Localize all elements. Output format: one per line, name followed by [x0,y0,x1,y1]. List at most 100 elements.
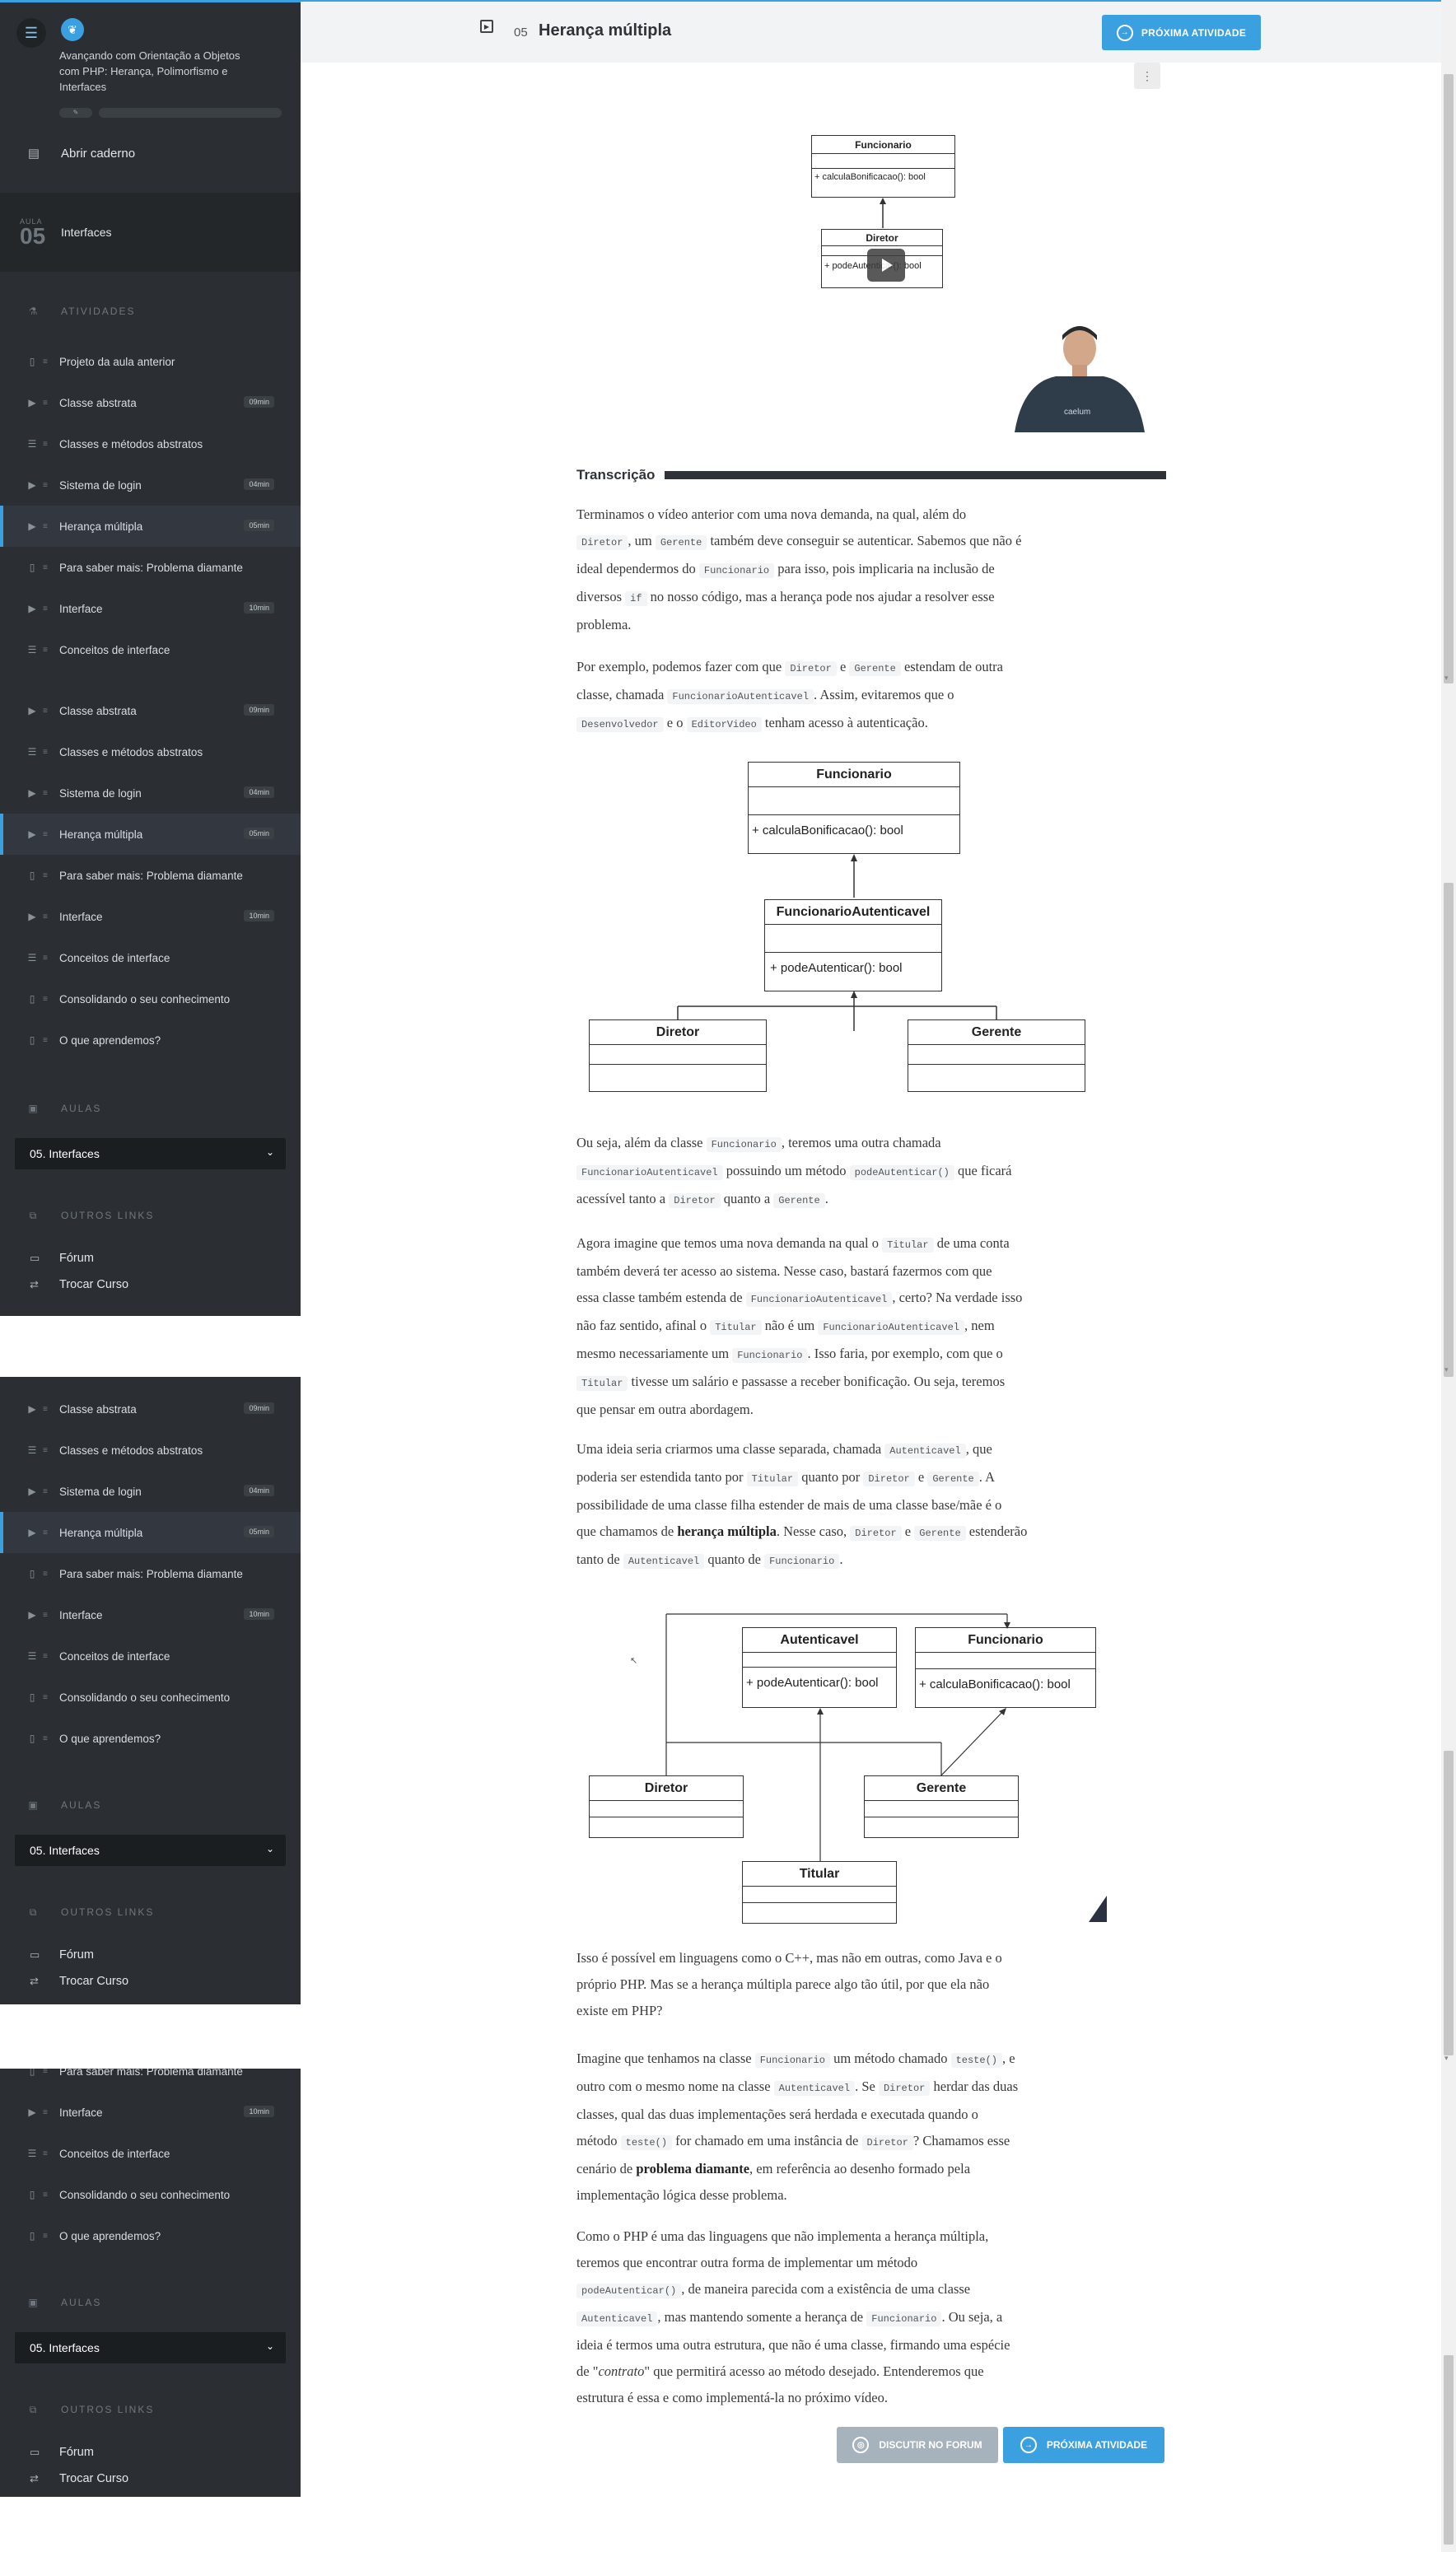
inline-code: Desenvolvedor [576,717,664,732]
sidebar-activity-item[interactable]: ☰≡Conceitos de interface [0,2133,301,2174]
sidebar-activity-item[interactable]: ▯≡Para saber mais: Problema diamante [0,1553,301,1594]
sidebar-activity-item[interactable]: ☰≡Classes e métodos abstratos [0,731,301,772]
sidebar-activity-item[interactable]: ▯≡O que aprendemos? [0,1019,301,1061]
cursor-icon: ↖ [630,1656,638,1666]
scrollbar-thumb[interactable] [1444,883,1454,1377]
uml-separator [908,1045,1085,1065]
status-icon: ≡ [43,1404,48,1414]
transcript-line: que pensar em outra abordagem. [576,1402,754,1417]
activity-label: Consolidando o seu conhecimento [59,992,231,1005]
video-icon: ▶ [28,787,36,799]
transcript-paragraph: Ou seja, além da classe Funcionario, ter… [576,1130,1166,1214]
sidebar-activity-item[interactable]: ☰≡Conceitos de interface [0,629,301,670]
forum-link[interactable]: ▭ Fórum [0,1245,301,1271]
transcript-line: teremos que encontrar outra forma de imp… [576,2255,918,2270]
discuss-forum-button[interactable]: ◎ DISCUTIR NO FORUM [837,2427,998,2463]
video-uml-funcionario: Funcionario + calculaBonificacao(): bool [811,135,955,198]
progress-edit-icon: ✎ [59,108,92,118]
play-button-icon[interactable] [867,249,905,282]
doc-icon: ▯ [29,1034,35,1046]
sidebar-activity-item[interactable]: ▯≡Para saber mais: Problema diamante [0,2069,301,2092]
change-course-link[interactable]: ⇄ Trocar Curso [0,1271,301,1298]
sidebar-activity-item[interactable]: ▯≡Para saber mais: Problema diamante [0,547,301,588]
sidebar-activity-item[interactable]: ▯≡Para saber mais: Problema diamante [0,855,301,896]
video-icon: ▶ [28,911,36,922]
forum-link[interactable]: ▭ Fórum [0,2439,301,2466]
expand-corner-icon[interactable] [1089,1896,1107,1922]
video-icon: ▶ [28,397,36,408]
forum-link[interactable]: ▭ Fórum [0,1942,301,1968]
classes-select[interactable]: 05. Interfaces ⌄ [15,2332,286,2363]
notebook-icon: ▤ [27,147,40,161]
sidebar-activity-item[interactable]: ▯≡Consolidando o seu conhecimento [0,978,301,1019]
open-notebook-button[interactable]: ▤ Abrir caderno [0,132,301,175]
sidebar-activity-item[interactable]: ▯≡Projeto da aula anterior [0,341,301,382]
sidebar-activity-item[interactable]: ▯≡O que aprendemos? [0,2215,301,2256]
activity-label: Classe abstrata [59,396,137,409]
activity-duration-badge: 10min [244,1608,274,1620]
scrollbar-thumb[interactable] [1444,2355,1454,2545]
alura-logo-icon[interactable]: ❦ [61,18,84,41]
next-activity-label: PRÓXIMA ATIVIDADE [1141,26,1247,39]
menu-toggle-button[interactable]: ☰ [16,18,46,48]
sidebar-activity-item[interactable]: ▯≡Consolidando o seu conhecimento [0,2174,301,2215]
forum-link-label: Fórum [59,2446,94,2459]
scroll-down-icon[interactable]: ▾ [1444,1365,1449,1374]
doc-icon: ▯ [29,1733,35,1744]
course-title[interactable]: Avançando com Orientação a Objetos com P… [59,49,240,93]
classes-select[interactable]: 05. Interfaces ⌄ [15,1835,286,1866]
classes-select[interactable]: 05. Interfaces ⌄ [15,1138,286,1169]
change-course-link[interactable]: ⇄ Trocar Curso [0,2466,301,2492]
more-options-icon[interactable]: ⋮ [1134,63,1160,89]
other-links-header-label: OUTROS LINKS [61,1906,155,1918]
uml-class-diretor: Diretor [589,1019,767,1092]
sidebar-activity-item[interactable]: ☰≡Classes e métodos abstratos [0,1430,301,1471]
uml-method: + podeAutenticar(): bool [746,1676,879,1690]
other-links-header-label: OUTROS LINKS [61,2404,155,2415]
activity-label: Para saber mais: Problema diamante [59,869,243,882]
scroll-down-icon[interactable]: ▾ [1444,674,1449,682]
next-activity-bottom-button[interactable]: → PRÓXIMA ATIVIDADE [1003,2427,1164,2463]
activity-duration-badge: 05min [244,520,274,531]
sidebar-activity-item[interactable]: ☰≡Conceitos de interface [0,937,301,978]
scroll-down-icon[interactable]: ▾ [1444,2054,1449,2062]
inline-code: teste() [950,2053,1002,2068]
switch-icon: ⇄ [30,1278,39,1290]
sidebar-activity-item[interactable]: ▯≡Consolidando o seu conhecimento [0,1677,301,1718]
status-icon: ≡ [43,912,48,921]
doc-icon: ▯ [29,356,35,367]
activity-title: Herança múltipla [539,21,672,40]
inline-code: Autenticavel [576,2312,658,2326]
next-activity-button[interactable]: → PRÓXIMA ATIVIDADE [1102,15,1261,50]
inline-code: podeAutenticar() [576,2284,682,2298]
current-lesson[interactable]: AULA 05 Interfaces [0,193,301,272]
sidebar-activity-item[interactable]: ▯≡O que aprendemos? [0,1718,301,1759]
inline-code: Gerente [927,1472,979,1486]
doc-icon: ▯ [29,2189,35,2200]
uml-class-title: Diretor [590,1776,743,1801]
sidebar-activity-item[interactable]: ☰≡Conceitos de interface [0,1635,301,1677]
list-icon: ☰ [27,438,37,450]
status-icon: ≡ [43,1733,48,1743]
sidebar-activity-item[interactable]: ☰≡Classes e métodos abstratos [0,423,301,464]
transcript-line: ideal dependermos do Funcionario para is… [576,561,995,578]
activity-label: Projeto da aula anterior [59,355,175,368]
scrollbar-thumb[interactable] [1444,1751,1454,2055]
scrollbar-thumb[interactable] [1444,74,1454,683]
change-course-link[interactable]: ⇄ Trocar Curso [0,1968,301,1994]
bold-term: herança múltipla [677,1523,777,1539]
